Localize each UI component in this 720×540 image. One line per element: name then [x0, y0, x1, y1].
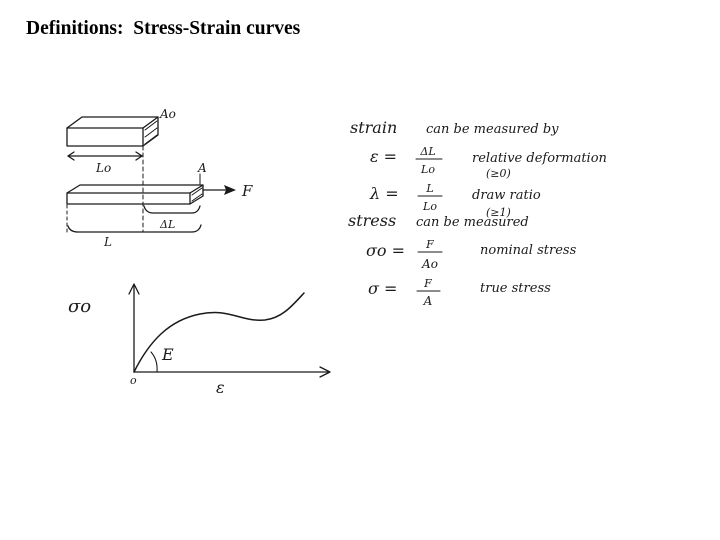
epsilon-condition: (≥0) [486, 167, 511, 180]
delta-length-label: ΔL [159, 218, 175, 231]
epsilon-denominator: Lo [420, 163, 435, 176]
stretched-bar [66, 173, 236, 233]
epsilon-description: relative deformation [472, 151, 607, 166]
graph-x-label: ε [216, 378, 225, 397]
lambda-description: draw ratio [472, 188, 541, 203]
graph-origin-label: o [130, 374, 137, 387]
stress-heading-rest: can be measured [416, 215, 529, 230]
definitions-notes: strain can be measured by ε = ΔL Lo rela… [348, 118, 607, 308]
initial-bar [66, 116, 159, 147]
true-stress-denominator: A [423, 294, 433, 308]
graph-y-label: σo [68, 296, 91, 317]
lambda-numerator: L [425, 182, 433, 195]
stress-strain-curve [133, 292, 305, 373]
lambda-condition: (≥1) [486, 206, 511, 219]
nominal-stress-symbol: σo = [366, 241, 405, 260]
x-axis-arrow-icon [319, 366, 331, 378]
force-arrow-icon [224, 185, 236, 195]
epsilon-numerator: ΔL [419, 145, 435, 158]
y-axis-arrow-icon [128, 283, 140, 295]
true-stress-symbol: σ = [368, 279, 397, 298]
epsilon-symbol: ε = [370, 147, 397, 166]
slide-title: Definitions: Stress-Strain curves [26, 18, 301, 39]
nominal-stress-numerator: F [425, 238, 434, 251]
true-stress-numerator: F [423, 277, 432, 290]
true-stress-description: true stress [480, 281, 551, 296]
stress-heading: stress [348, 211, 396, 230]
nominal-stress-description: nominal stress [480, 243, 577, 258]
area-label: A [197, 161, 207, 175]
nominal-stress-denominator: Ao [421, 257, 438, 271]
length-initial-label: Lo [95, 161, 111, 175]
initial-length-dimension [67, 145, 144, 233]
stress-strain-graph [128, 283, 331, 378]
graph-modulus-label: E [161, 345, 174, 364]
area-initial-label: Ao [159, 107, 176, 121]
strain-heading-rest: can be measured by [426, 122, 559, 137]
delta-length-dimension [143, 205, 201, 214]
length-label: L [103, 235, 112, 249]
modulus-angle-arc [150, 351, 158, 373]
lambda-denominator: Lo [422, 200, 437, 213]
strain-heading: strain [350, 118, 397, 137]
lambda-symbol: λ = [369, 184, 399, 203]
total-length-dimension [67, 224, 202, 233]
force-label: F [241, 182, 253, 200]
